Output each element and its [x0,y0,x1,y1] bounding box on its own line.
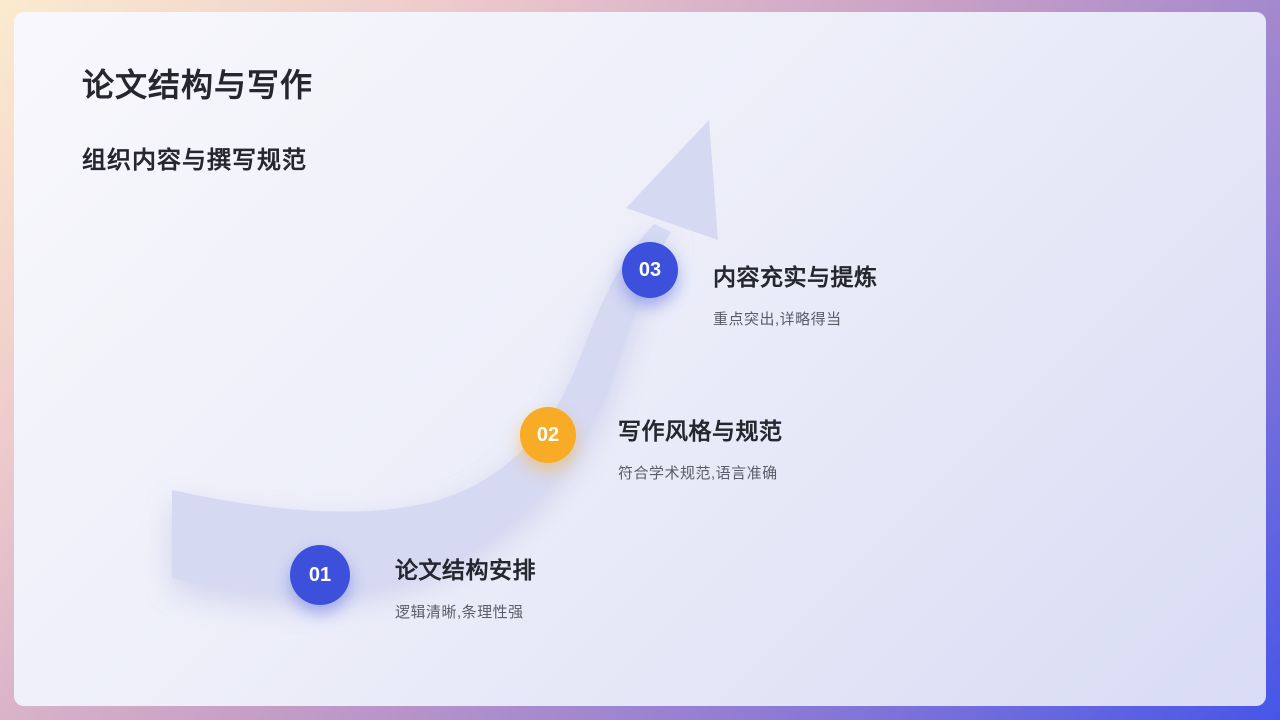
step-2-badge: 02 [520,407,576,463]
step-2-number: 02 [536,423,560,446]
growth-curve-graphic [172,120,718,593]
step-1-badge: 01 [290,545,350,605]
step-2-text: 写作风格与规范 符合学术规范,语言准确 [618,412,783,483]
step-3-text: 内容充实与提炼 重点突出,详略得当 [713,258,878,329]
arrow-head-icon [626,120,718,240]
curve-band [172,224,671,593]
page-subtitle: 组织内容与撰写规范 [82,147,307,174]
step-1-description: 逻辑清晰,条理性强 [395,604,524,621]
step-2-heading: 写作风格与规范 [618,418,783,444]
step-1-text: 论文结构安排 逻辑清晰,条理性强 [395,551,536,622]
step-2-description: 符合学术规范,语言准确 [618,465,778,482]
step-1-number: 01 [308,563,332,586]
step-3-badge: 03 [622,242,678,298]
slide-canvas: 论文结构与写作 组织内容与撰写规范 01 论文结构安排 逻辑清晰,条理性强 02… [14,12,1266,706]
step-3-number: 03 [638,258,662,281]
step-3-description: 重点突出,详略得当 [713,311,842,328]
page-title: 论文结构与写作 [82,67,314,103]
step-3-heading: 内容充实与提炼 [713,264,878,290]
step-1-heading: 论文结构安排 [395,557,536,583]
